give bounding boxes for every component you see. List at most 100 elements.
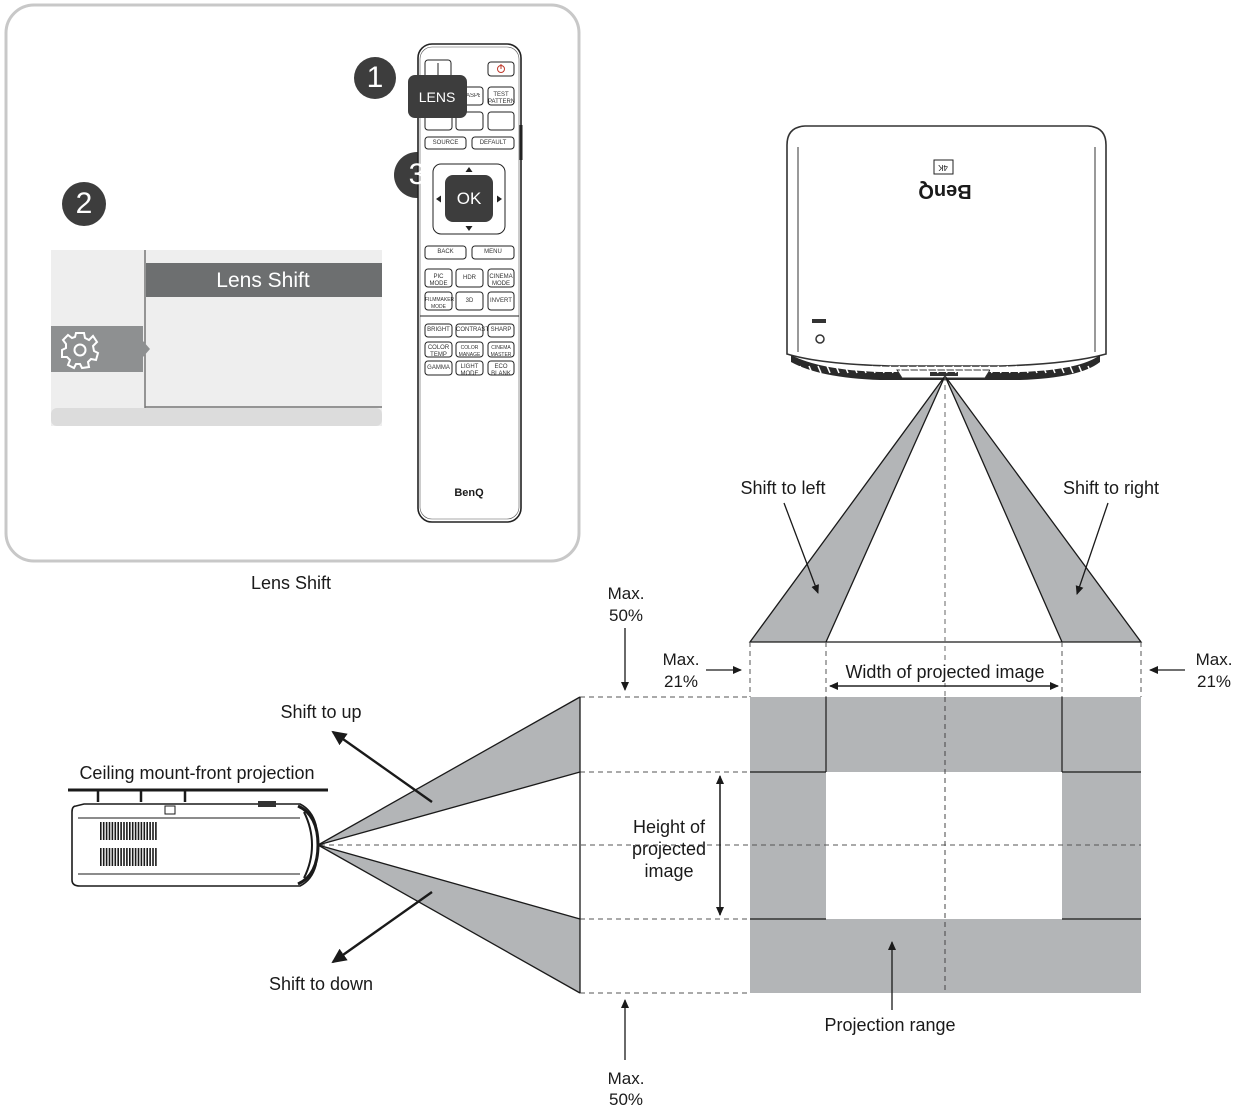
shift-down-label: Shift to down <box>268 974 374 994</box>
remote-key-bright: BRIGHT <box>427 327 450 333</box>
side-vent-slit <box>108 848 111 866</box>
vent-slit <box>826 365 831 374</box>
side-vent-slit <box>123 822 125 840</box>
remote-key-cinema-mode: CINEMA MODE <box>489 274 513 287</box>
side-vent-slit <box>152 848 154 866</box>
height-label-line2: projected <box>631 839 707 859</box>
vent-slit <box>844 365 849 374</box>
projector-vents <box>799 365 1101 374</box>
vertical-guides <box>580 696 750 994</box>
vent-slit <box>1051 365 1056 374</box>
remote-key-eco-blank: ECO BLANK <box>491 364 511 377</box>
shift-left-label: Shift to left <box>740 478 826 498</box>
vent-slit <box>835 365 840 374</box>
side-vent-slit <box>111 848 114 866</box>
side-vent-slit <box>117 822 119 840</box>
side-vent-slit <box>129 822 131 840</box>
remote-brand-logo: BenQ <box>454 487 484 499</box>
projector-4k-badge: 4K <box>938 163 948 172</box>
vent-slit <box>1042 365 1047 374</box>
side-vent-slit <box>100 822 102 840</box>
horizontal-guides <box>749 642 1142 697</box>
shift-down-arrow <box>331 891 433 964</box>
horizontal-shift-beams <box>748 375 1143 993</box>
side-vent-slit <box>137 848 140 866</box>
side-vent-slit <box>155 822 157 840</box>
vent-slit <box>952 365 957 374</box>
menu-item-label: Lens Shift <box>216 269 310 292</box>
side-vent-slit <box>114 848 117 866</box>
vent-slit <box>889 365 894 374</box>
side-vent-slit <box>102 848 105 866</box>
vent-slit <box>997 365 1002 374</box>
projection-range-label: Projection range <box>824 1015 956 1035</box>
remote-key-gamma: GAMMA <box>427 365 450 371</box>
vent-slit <box>934 365 939 374</box>
ok-key-highlight[interactable] <box>445 175 493 222</box>
shift-right-pointer <box>1075 502 1109 595</box>
remote-key-aspect: ASPECT <box>466 93 480 99</box>
shift-up-arrow <box>331 730 433 803</box>
side-vent-slit <box>114 822 117 840</box>
side-vent-slit <box>146 848 148 866</box>
side-vent-slit <box>134 822 137 840</box>
remote-key-back: BACK <box>437 249 454 255</box>
vent-slit <box>943 365 948 374</box>
vent-slit <box>898 365 903 374</box>
side-vent-slit <box>117 848 119 866</box>
step-number-2: 2 <box>75 187 93 220</box>
max-left-label-line1: Max. <box>662 650 700 669</box>
menu-item-lens-shift[interactable] <box>146 263 382 297</box>
menu-screen <box>51 250 382 426</box>
shift-up-label: Shift to up <box>280 702 362 722</box>
vent-slit <box>1096 365 1101 374</box>
remote-key-hdr: HDR <box>463 275 476 281</box>
shift-left-pointer <box>783 502 819 594</box>
settings-tab[interactable] <box>51 326 143 372</box>
side-vent-slit <box>143 822 146 840</box>
side-vent-slit <box>126 848 128 866</box>
gear-icon <box>61 332 100 370</box>
remote-key-sharp: SHARP <box>490 327 512 333</box>
remote-key-pic-mode: PIC MODE <box>429 274 448 287</box>
width-label: Width of projected image <box>841 661 1049 683</box>
vent-slit <box>817 365 822 374</box>
max-bottom-label-line1: Max. <box>607 1069 645 1088</box>
side-vent-slit <box>146 822 148 840</box>
side-vent-slit <box>105 822 108 840</box>
vent-slit <box>853 365 858 374</box>
side-vent-slit <box>131 848 134 866</box>
vent-slit <box>961 365 966 374</box>
height-label-line3: image <box>644 861 694 881</box>
side-vent-slit <box>137 822 140 840</box>
step-badge-2 <box>62 182 106 226</box>
remote-key-cinema-master: CINEMA MASTER <box>490 345 512 358</box>
lens-key-highlight[interactable] <box>408 75 467 118</box>
remote-key-contrast: CONTRAST <box>456 327 489 333</box>
vent-slit <box>925 365 930 374</box>
vent-slit <box>988 365 993 374</box>
vent-slit <box>1078 365 1083 374</box>
vent-slit <box>1087 365 1092 374</box>
vent-slit <box>1033 365 1038 374</box>
vent-slit <box>808 365 813 374</box>
step-number-1: 1 <box>366 61 384 94</box>
vent-slit <box>862 365 867 374</box>
side-vent-slit <box>149 848 151 866</box>
panel-caption: Lens Shift <box>250 573 332 593</box>
remote-key-color-manage: COLOR MANAGE <box>458 345 481 358</box>
vent-slit <box>1024 365 1029 374</box>
max-bottom-label-line2: 50% <box>608 1090 644 1109</box>
lens-key-label: LENS <box>418 89 456 105</box>
vent-slit <box>1015 365 1020 374</box>
max-top-label-line2: 50% <box>608 606 644 625</box>
ok-key-label: OK <box>456 189 482 208</box>
step-badge-1 <box>354 57 396 99</box>
remote-key-invert: INVERT <box>490 298 512 304</box>
remote-key-filmmaker-mode: FILMMAKER MODE <box>425 297 455 310</box>
max-right-label-line2: 21% <box>1196 672 1232 691</box>
side-vent-slit <box>152 822 154 840</box>
max-top-label-line1: Max. <box>607 584 645 603</box>
side-vent-slit <box>108 822 111 840</box>
